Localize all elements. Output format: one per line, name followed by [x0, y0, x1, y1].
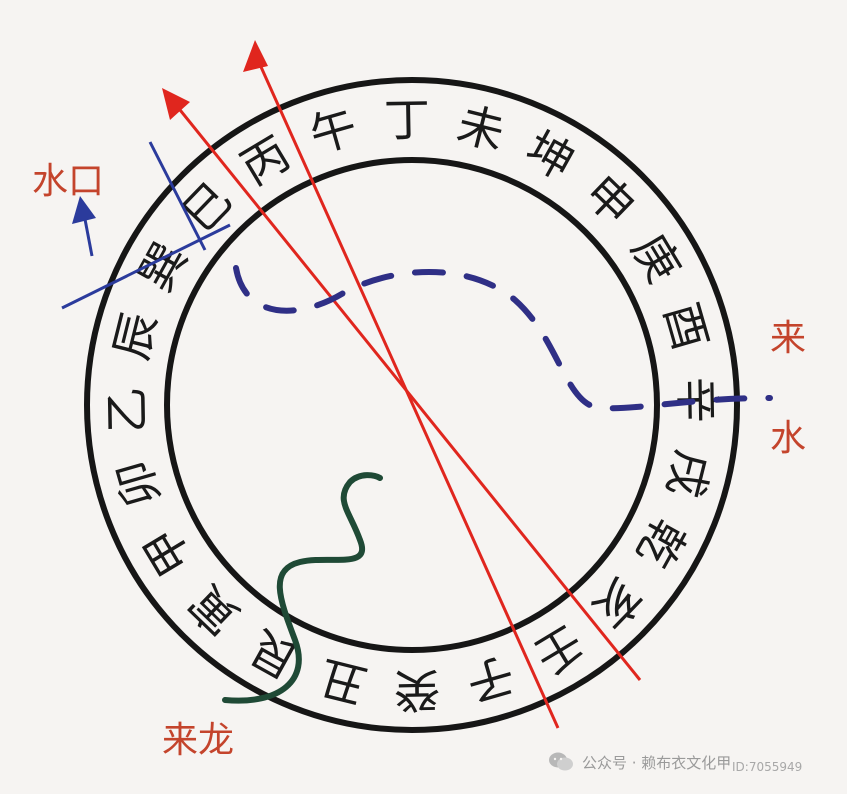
ring-char-13: 亥 — [582, 568, 653, 639]
red-line-short — [170, 99, 642, 681]
inner-ring — [164, 157, 660, 653]
arrow-head-red-short — [162, 88, 190, 120]
watermark-text: 公众号 · 赖布衣文化甲 — [582, 753, 732, 772]
ring-char-8: 庚 — [621, 225, 691, 292]
ring-char-11: 戌 — [657, 445, 721, 503]
incoming-dragon-line — [222, 472, 383, 704]
arrow-head-blue — [72, 196, 96, 224]
incoming-water-label-2: 水 — [770, 418, 806, 459]
ring-char-12: 乾 — [627, 510, 697, 576]
watermark: 公众号 · 赖布衣文化甲 ID:7055949 — [548, 746, 843, 778]
ring-char-9: 酉 — [654, 297, 719, 356]
incoming-water-label-1: 来 — [770, 318, 806, 359]
ring-char-5: 未 — [452, 97, 510, 161]
arrow-head-red-long — [243, 40, 268, 72]
red-axis-lines — [162, 40, 642, 729]
ring-char-21: 卯 — [106, 454, 171, 513]
incoming-dragon-label: 来龙 — [162, 720, 234, 761]
water-outlet-tick — [148, 141, 207, 251]
water-outlet-axis — [61, 223, 231, 310]
ring-char-16: 癸 — [394, 663, 441, 718]
incoming-water-path — [233, 265, 773, 412]
ring-char-19: 寅 — [179, 575, 250, 646]
ring-char-7: 申 — [575, 165, 646, 236]
ring-char-3: 午 — [304, 99, 363, 164]
ring-char-0: 巽 — [128, 234, 198, 300]
ring-char-4: 丁 — [384, 93, 431, 148]
ring-char-23: 辰 — [104, 307, 168, 365]
ring-char-17: 丑 — [314, 650, 372, 714]
ring-char-22: 乙 — [100, 387, 155, 434]
outer-ring — [84, 77, 740, 733]
water-lines — [61, 141, 773, 412]
watermark-id: ID:7055949 — [732, 760, 803, 774]
water-outlet-label: 水口 — [32, 161, 104, 202]
wechat-icon — [549, 752, 573, 771]
ring-char-20: 甲 — [133, 518, 203, 585]
water-outlet-arrow-shaft — [82, 213, 94, 257]
ring-char-6: 坤 — [517, 121, 583, 191]
ring-char-15: 子 — [461, 647, 520, 712]
